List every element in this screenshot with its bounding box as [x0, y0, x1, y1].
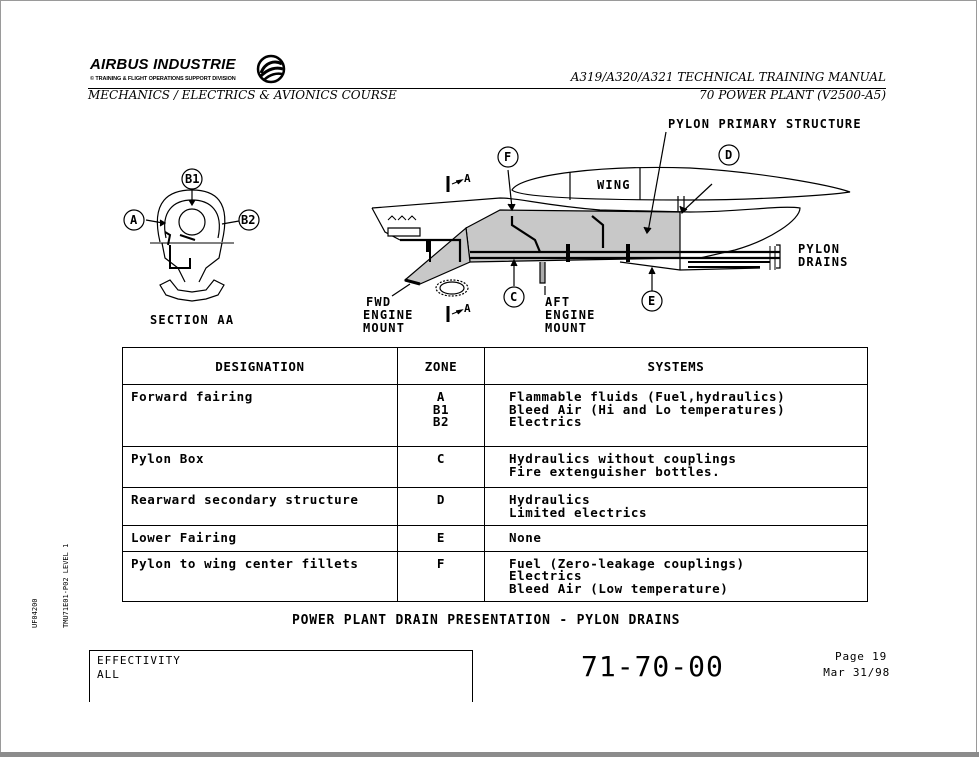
- header-systems: SYSTEMS: [484, 347, 868, 385]
- effectivity-value: ALL: [97, 668, 120, 681]
- callout-f-circle: [497, 146, 519, 168]
- table-row: Pylon Box C Hydraulics without couplings…: [122, 446, 868, 488]
- pylon-drains-label-1: PYLON: [798, 242, 840, 256]
- wing-label: WING: [597, 178, 631, 192]
- callout-c: C: [510, 290, 517, 304]
- effectivity-label: EFFECTIVITY: [97, 654, 181, 667]
- callout-d: D: [725, 148, 732, 162]
- header-rule: [88, 88, 886, 89]
- designation-cell: Lower Fairing: [122, 525, 398, 552]
- manual-title: A319/A320/A321 TECHNICAL TRAINING MANUAL: [570, 70, 886, 84]
- table-row: Pylon to wing center fillets F Fuel (Zer…: [122, 550, 868, 602]
- callout-b2: B2: [241, 213, 255, 227]
- zone-cell: E: [397, 525, 485, 552]
- header-zone: ZONE: [397, 347, 485, 385]
- callout-a-circle: [123, 209, 145, 231]
- page-bottom-edge: [0, 752, 979, 757]
- pylon-drain-diagram: B1 A B2 F D C E SECTION AA WING PYLON PR…: [123, 117, 862, 335]
- callout-d-circle: [718, 144, 740, 166]
- effectivity-box: [89, 650, 473, 702]
- table-row: Lower Fairing E None: [122, 525, 868, 552]
- zone-cell: A B1 B2: [397, 384, 485, 447]
- designation-cell: Pylon to wing center fillets: [122, 550, 398, 602]
- pylon-primary-structure-label: PYLON PRIMARY STRUCTURE: [668, 117, 862, 131]
- designation-table: DESIGNATION ZONE SYSTEMS Forward fairing…: [122, 347, 868, 602]
- table-row: Forward fairing A B1 B2 Flammable fluids…: [122, 384, 868, 447]
- zone-cell: D: [397, 487, 485, 526]
- side-code: UF04200: [31, 598, 39, 628]
- fwd-mount-label-3: MOUNT: [363, 321, 405, 335]
- table-header-row: DESIGNATION ZONE SYSTEMS: [122, 347, 868, 385]
- side-reference: TMU71E01-P02 LEVEL 1: [62, 543, 70, 628]
- fwd-mount-label-1: FWD: [366, 295, 391, 309]
- zone-cell: F: [397, 550, 485, 602]
- table-row: Rearward secondary structure D Hydraulic…: [122, 487, 868, 526]
- systems-cell: Hydraulics without couplings Fire exteng…: [484, 446, 868, 488]
- chapter-title: 70 POWER PLANT (V2500-A5): [699, 88, 886, 102]
- section-marker-bottom: A: [464, 302, 471, 315]
- section-aa-drawing: [145, 189, 240, 302]
- systems-cell: None: [484, 525, 868, 552]
- fwd-mount-label-2: ENGINE: [363, 308, 414, 322]
- ata-reference: 71-70-00: [581, 650, 724, 683]
- aft-mount-label-1: AFT: [545, 295, 570, 309]
- wing-outline: [511, 166, 851, 201]
- revision-date: Mar 31/98: [823, 666, 890, 679]
- division-name: © TRAINING & FLIGHT OPERATIONS SUPPORT D…: [90, 76, 236, 82]
- callout-b1: B1: [185, 172, 199, 186]
- callout-e-circle: [641, 290, 663, 312]
- airbus-logo-icon: [256, 54, 286, 84]
- callout-c-circle: [503, 286, 525, 308]
- figure-caption: POWER PLANT DRAIN PRESENTATION - PYLON D…: [292, 613, 681, 628]
- callout-b2-circle: [238, 209, 260, 231]
- designation-cell: Forward fairing: [122, 384, 398, 447]
- callout-b1-circle: [181, 168, 203, 190]
- aft-mount-label-2: ENGINE: [545, 308, 596, 322]
- callout-f: F: [504, 150, 511, 164]
- systems-cell: Hydraulics Limited electrics: [484, 487, 868, 526]
- designation-cell: Rearward secondary structure: [122, 487, 398, 526]
- section-label: SECTION AA: [150, 313, 234, 327]
- course-title: MECHANICS / ELECTRICS & AVIONICS COURSE: [88, 88, 397, 102]
- zone-cell: C: [397, 446, 485, 488]
- callout-a: A: [130, 213, 138, 227]
- systems-cell: Fuel (Zero-leakage couplings) Electrics …: [484, 550, 868, 602]
- systems-cell: Flammable fluids (Fuel,hydraulics) Bleed…: [484, 384, 868, 447]
- page-number: Page 19: [835, 650, 887, 663]
- callout-e: E: [648, 294, 655, 308]
- designation-cell: Pylon Box: [122, 446, 398, 488]
- aft-mount-label-3: MOUNT: [545, 321, 587, 335]
- header-designation: DESIGNATION: [122, 347, 398, 385]
- pylon-drains-label-2: DRAINS: [798, 255, 849, 269]
- section-marker-top: A: [464, 172, 471, 185]
- brand-name: AIRBUS INDUSTRIE: [90, 56, 236, 73]
